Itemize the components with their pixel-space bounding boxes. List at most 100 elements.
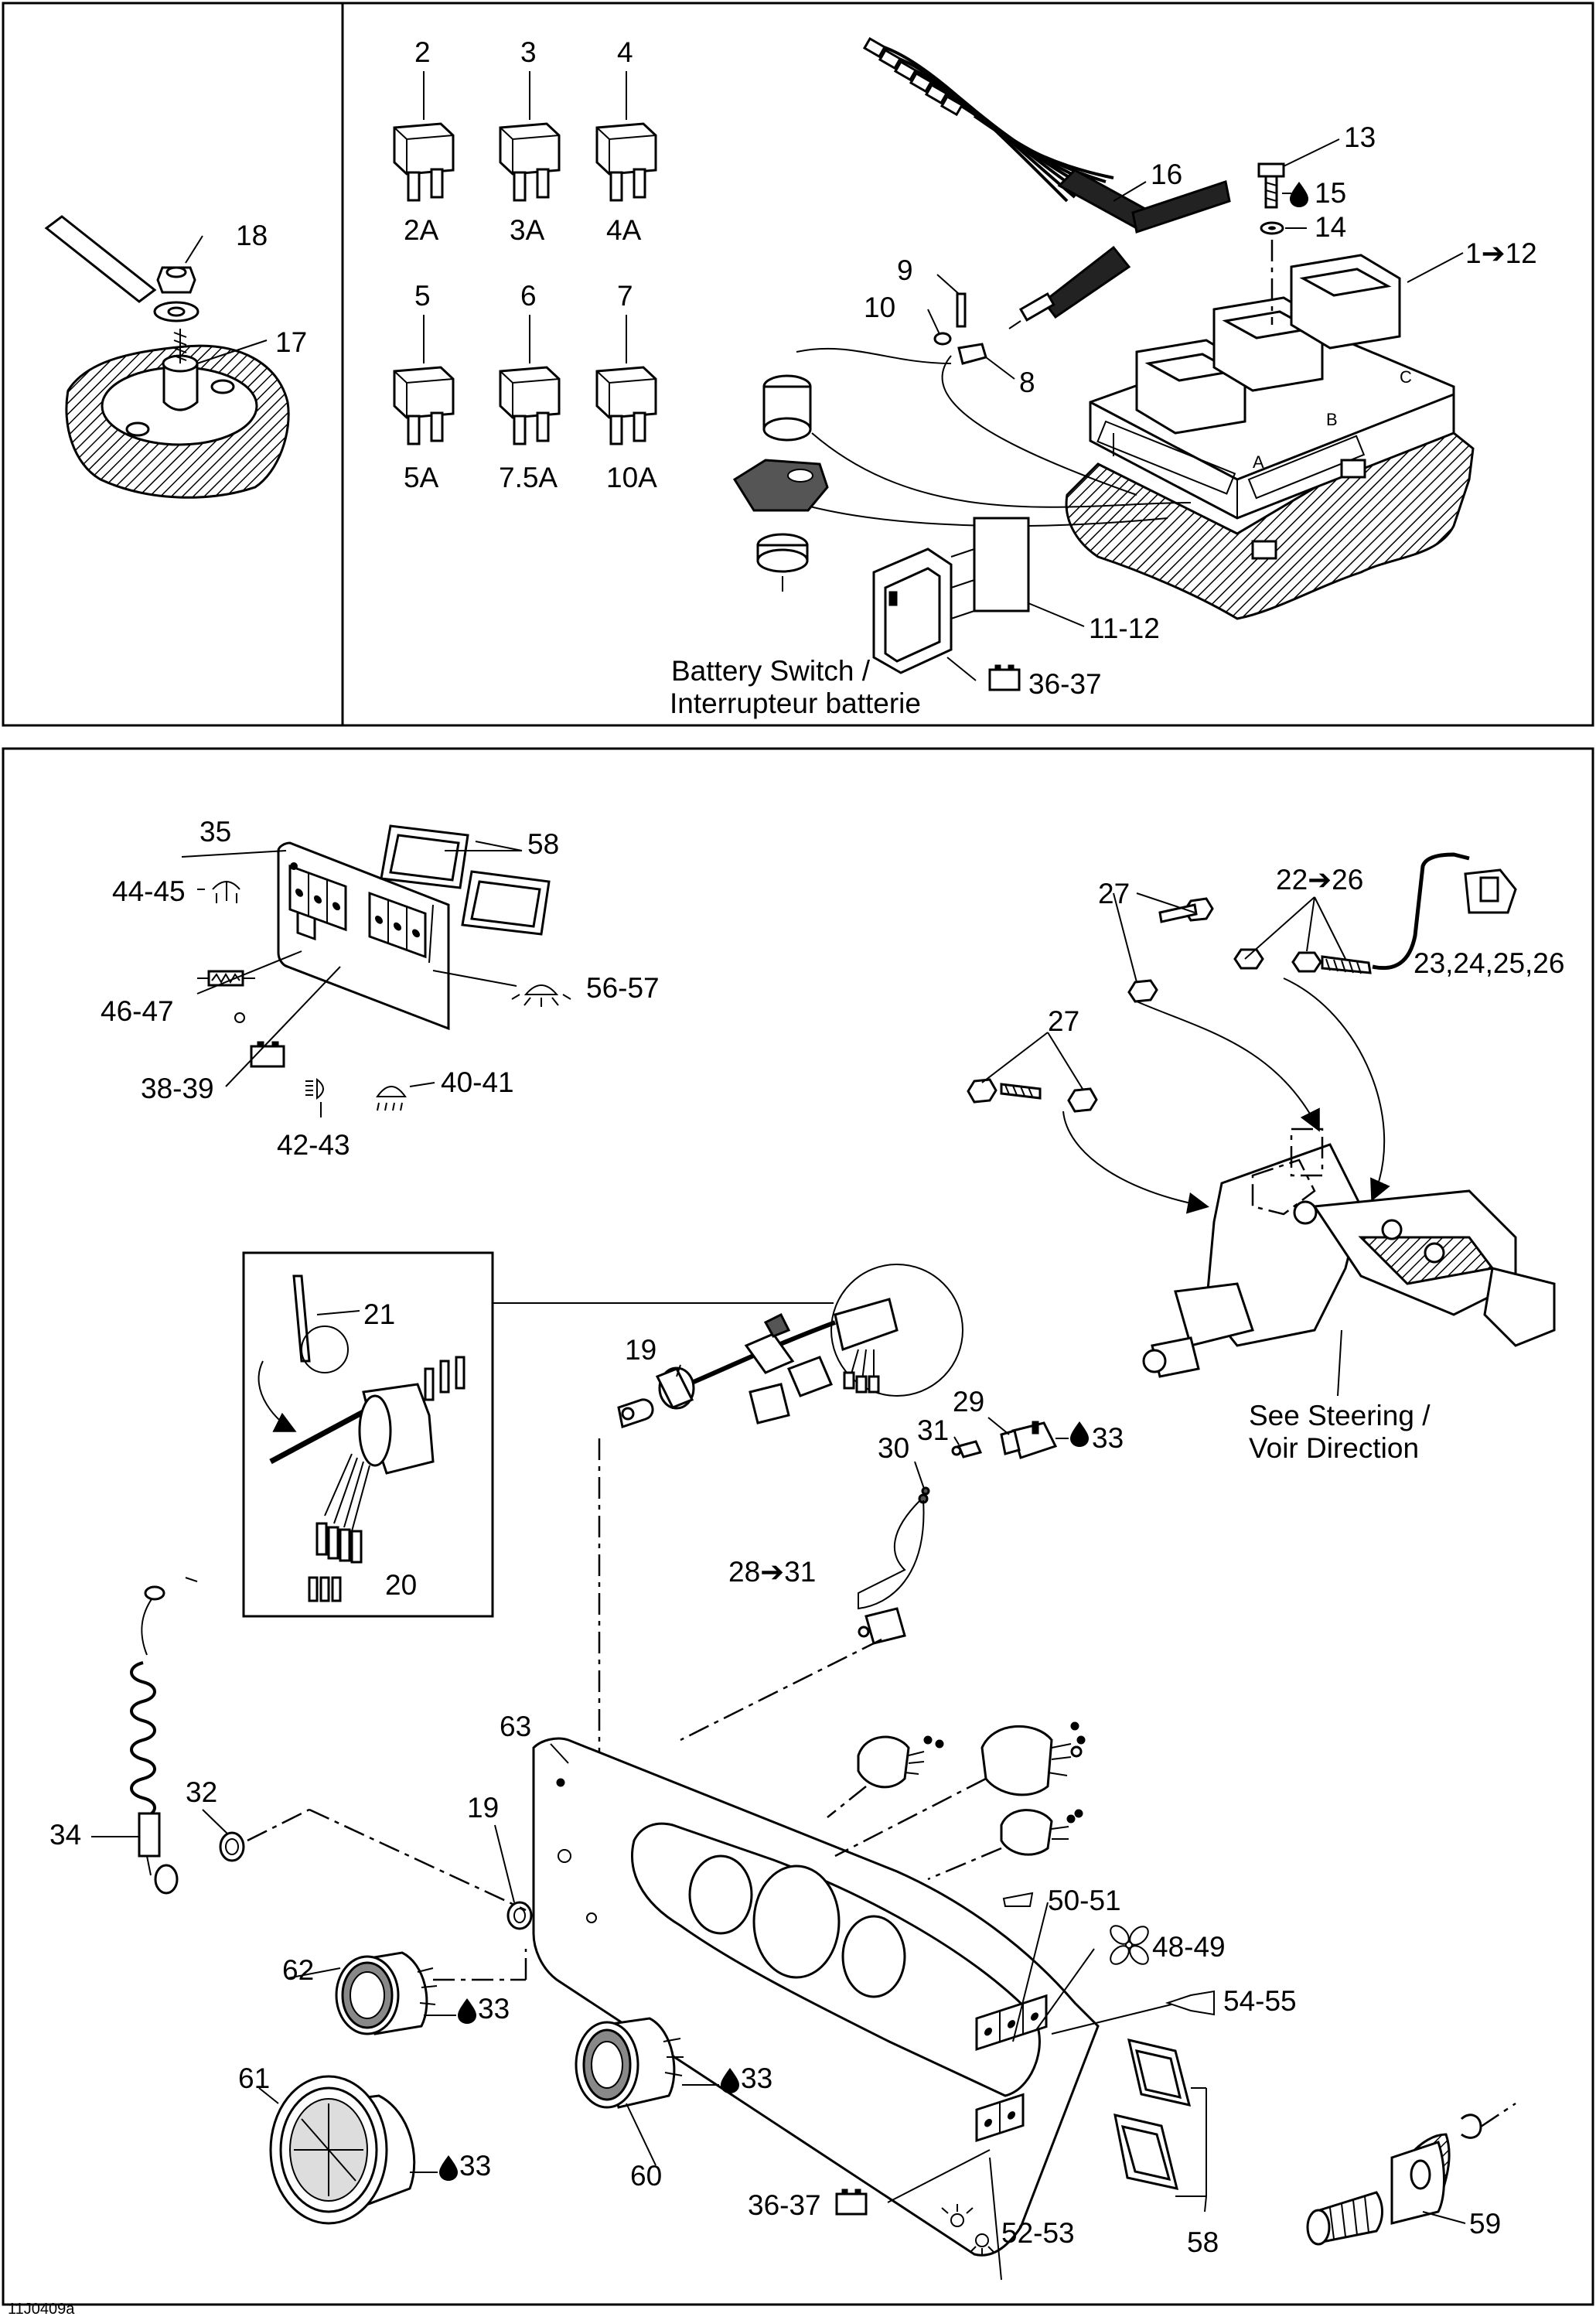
callout-56-57: 56-57 [586,972,660,1004]
callout-10: 10 [864,292,895,323]
callout-28-31: 28➔31 [728,1556,816,1588]
callout-27-lower: 27 [1048,1005,1079,1037]
callout-1-12: 1➔12 [1465,237,1537,269]
callout-19-upper: 19 [625,1334,656,1366]
callout-33-gauge61: 33 [459,2150,491,2182]
callout-59: 59 [1469,2208,1501,2240]
svg-text:A: A [1253,452,1264,472]
part-callouts: 18 17 13 15 14 1➔12 16 9 10 8 11-12 36-3… [49,121,1564,2258]
switch-symbol-icons [197,881,571,1111]
gauge-brackets [827,1721,1086,1881]
fan-icon [1110,1925,1149,1965]
ground-stud-assembly [44,215,290,499]
callout-33-upper: 33 [1092,1422,1124,1454]
fuse-rating-4: 4A [606,214,642,246]
battery-switch-parts [732,292,1192,674]
callout-63: 63 [500,1711,531,1742]
callout-62: 62 [282,1954,314,1986]
callout-8: 8 [1019,367,1035,398]
callout-20: 20 [385,1569,417,1601]
horn-assembly [1306,2102,1516,2246]
fuse-4: 4 4A [595,36,657,246]
callout-58-top: 58 [527,828,559,860]
see-steering-label-fr: Voir Direction [1249,1432,1419,1464]
callout-48-49: 48-49 [1152,1931,1226,1963]
fuse-rating-6: 7.5A [499,462,558,493]
battery-switch-label-en: Battery Switch / [671,655,871,687]
safety-lanyard [130,1585,527,1912]
callout-5: 5 [414,280,431,312]
callout-19-lower: 19 [467,1792,499,1824]
gauges [269,1949,684,2225]
fuse-rating-3: 3A [510,214,545,246]
callout-50-51: 50-51 [1048,1885,1121,1916]
callout-13: 13 [1344,121,1376,153]
callout-40-41: 40-41 [441,1066,514,1098]
callout-61: 61 [238,2062,270,2094]
wiring-harness [862,36,1231,329]
callout-42-43: 42-43 [277,1129,350,1161]
wiper-icon [1002,1892,1034,1907]
fuse-6: 6 7.5A [499,280,561,493]
callout-14: 14 [1315,211,1346,243]
callout-4: 4 [617,36,633,68]
svg-text:C: C [1400,367,1412,387]
callout-33-gauge62: 33 [478,1993,510,2025]
callout-34: 34 [49,1819,81,1851]
ignition-switch-detail-box [242,1251,834,1618]
fuse-group: 2 2A 3 3A 4 4A 5 5A 6 7.5A 7 10A [393,36,657,493]
callout-54-55: 54-55 [1223,1985,1297,2017]
callout-32: 32 [186,1776,217,1808]
callout-38-39: 38-39 [141,1073,214,1104]
callout-36-37-lower: 36-37 [748,2189,821,2221]
dashboard-panel-63 [506,1737,1207,2257]
battery-switch-label-fr: Interrupteur batterie [670,687,921,719]
switch-28-31-parts [680,1421,1058,1742]
fuse-3: 3 3A [499,36,561,246]
callout-3: 3 [520,36,537,68]
battery-icon [835,664,1021,2216]
top-panel-frame [2,2,1594,727]
leader-lines [91,138,1466,2281]
callout-44-45: 44-45 [112,875,186,907]
callout-9: 9 [897,254,913,286]
bolt-washer-parts [1257,162,1285,325]
callout-36-37-top: 36-37 [1028,668,1102,700]
svg-text:B: B [1326,410,1338,429]
fuse-5: 5 5A [393,280,455,493]
fuse-7: 7 10A [595,280,657,493]
steering-column-assembly [967,852,1556,1378]
see-steering-label-en: See Steering / [1249,1400,1431,1431]
callout-58-lower: 58 [1187,2226,1219,2258]
callout-27-upper: 27 [1098,878,1130,909]
callout-18: 18 [236,220,268,251]
callout-46-47: 46-47 [101,995,174,1027]
callout-17: 17 [275,326,307,358]
fuse-2: 2 2A [393,36,455,246]
switch-panel-35 [277,824,551,1031]
callout-11-12: 11-12 [1089,612,1160,644]
droplet-icon [439,182,1308,2181]
fuse-rating-2: 2A [404,214,439,246]
callout-7: 7 [617,280,633,312]
callout-16: 16 [1151,159,1182,190]
fuse-rating-7: 10A [606,462,657,493]
callout-15: 15 [1315,177,1346,209]
callout-29: 29 [953,1386,984,1418]
callout-52-53: 52-53 [1001,2217,1075,2249]
figure-id: 11J0409a [8,2301,75,2318]
horn-icon [1165,1990,1215,2016]
callout-23-26: 23,24,25,26 [1414,947,1564,979]
defrost-icon [941,2204,994,2256]
callout-33-gauge60: 33 [741,2062,772,2094]
callout-2: 2 [414,36,431,68]
bottom-panel-frame [2,747,1594,2306]
callout-22-26: 22➔26 [1276,864,1363,896]
callout-30: 30 [878,1432,909,1464]
callout-6: 6 [520,280,537,312]
callout-60: 60 [630,2160,662,2192]
fuse-box-assembly: A B C [1065,254,1475,620]
callout-35: 35 [200,816,231,848]
fuse-rating-5: 5A [404,462,439,493]
